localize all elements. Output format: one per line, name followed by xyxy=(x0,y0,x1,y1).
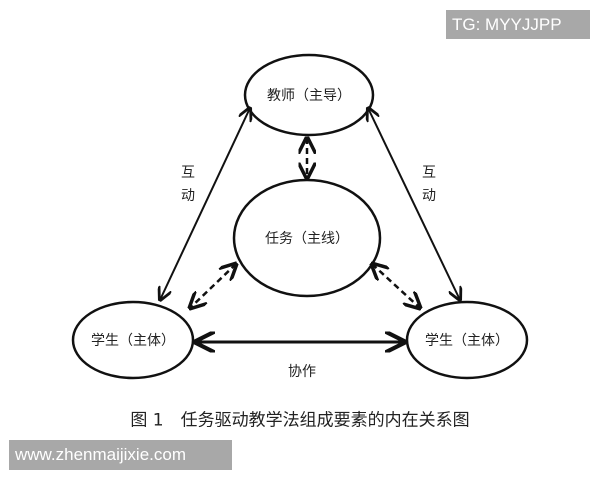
arrow-task-student-right xyxy=(372,264,420,308)
teacher-node xyxy=(243,53,375,137)
watermark-top: TG: MYYJJPP xyxy=(446,10,590,39)
edge-label-right-2: 动 xyxy=(422,188,436,204)
student-right-label: 学生（主体） xyxy=(425,333,509,349)
arrow-teacher-student-left xyxy=(160,108,250,300)
teacher-label: 教师（主导） xyxy=(267,88,351,104)
edge-label-left-2: 动 xyxy=(181,188,195,204)
watermark-bottom: www.zhenmaijixie.com xyxy=(9,440,232,470)
figure-caption: 图 1 任务驱动教学法组成要素的内在关系图 xyxy=(130,410,470,431)
edge-label-right-1: 互 xyxy=(422,165,436,181)
edge-label-left-1: 互 xyxy=(181,165,195,181)
edge-label-bottom: 协作 xyxy=(288,364,316,380)
arrow-teacher-student-right xyxy=(368,108,460,300)
arrow-task-student-left xyxy=(190,264,236,308)
student-left-node xyxy=(71,300,195,380)
task-label: 任务（主线） xyxy=(265,231,349,247)
student-left-label: 学生（主体） xyxy=(91,333,175,349)
student-right-node xyxy=(405,300,529,380)
